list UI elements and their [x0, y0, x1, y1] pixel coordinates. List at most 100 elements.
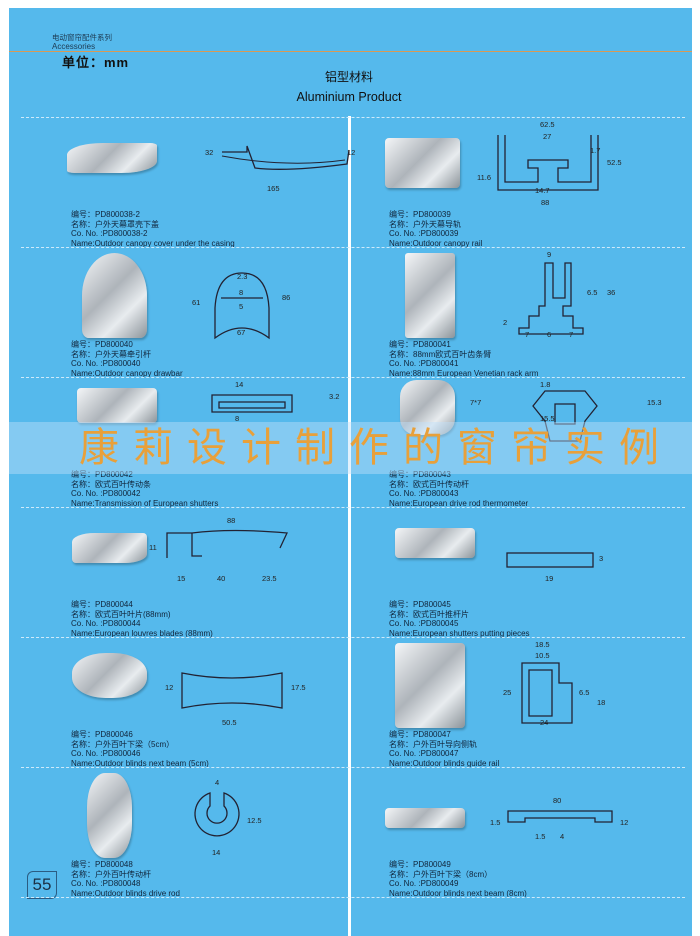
- product-cn-name-line: 名称：欧式百叶传动条: [71, 480, 218, 490]
- product-cn-name: 欧式百叶传动条: [95, 479, 151, 489]
- product-name-line: Name:Outdoor blinds guide rail: [389, 759, 499, 769]
- series-title-en: Accessories: [52, 42, 96, 51]
- dimension-label: 36: [607, 288, 616, 297]
- co-no-label: Co. No. :: [71, 619, 103, 628]
- product-code-line: 编号：PD800045: [389, 600, 530, 610]
- name-label: Name:: [389, 498, 413, 508]
- product-photo: [405, 253, 455, 338]
- product-name-line: Name:European louvres blades (88mm): [71, 629, 213, 639]
- product-cn-name-line: 名称：88mm欧式百叶齿条臂: [389, 350, 538, 360]
- header-rule: [9, 51, 692, 52]
- product-code-line: 编号：PD800040: [71, 340, 183, 350]
- dimension-label: 14: [235, 380, 244, 389]
- product-code-line: 编号：PD800038-2: [71, 210, 235, 220]
- product-co-no-line: Co. No. :PD800046: [71, 749, 209, 759]
- product-name-line: Name:Outdoor blinds next beam (8cm): [389, 889, 527, 899]
- product-code-line: 编号：PD800041: [389, 340, 538, 350]
- product-co-no: PD800044: [102, 619, 141, 628]
- product-name-line: Name:Outdoor blinds next beam (5cm): [71, 759, 209, 769]
- product-co-no: PD800038-2: [102, 229, 148, 238]
- product-name: Outdoor blinds next beam (5cm): [94, 758, 209, 768]
- product-code: PD800048: [95, 860, 133, 869]
- product-photo: [77, 388, 157, 423]
- product-code-line: 编号：PD800044: [71, 600, 213, 610]
- dimension-label: 8: [235, 414, 240, 423]
- cn-name-label: 名称：: [389, 609, 413, 619]
- dimension-label: 25: [503, 688, 512, 697]
- dimension-label: 2.3: [237, 272, 248, 281]
- dimension-label: 17.5: [291, 683, 306, 692]
- series-title-cn: 电动窗帘配件系列: [52, 33, 112, 42]
- product-photo: [395, 643, 465, 728]
- dimension-label: 6.5: [579, 688, 590, 697]
- product-cn-name: 户外百叶下梁（8cm）: [413, 869, 493, 879]
- profile-drawing: [207, 390, 297, 425]
- dimension-label: 7: [525, 330, 530, 339]
- product-code: PD800046: [95, 730, 133, 739]
- profile-drawing: [505, 808, 615, 833]
- cn-name-label: 名称：: [389, 349, 413, 359]
- co-no-label: Co. No. :: [71, 749, 103, 758]
- name-label: Name:: [389, 758, 413, 768]
- product-cn-name: 户外百叶下梁（5cm）: [95, 739, 175, 749]
- co-no-label: Co. No. :: [389, 619, 421, 628]
- product-code: PD800041: [413, 340, 451, 349]
- profile-drawing: [515, 258, 585, 343]
- dimension-label: 3: [599, 554, 604, 563]
- product-code-line: 编号：PD800043: [389, 470, 528, 480]
- dimension-label: 6: [547, 330, 552, 339]
- dimension-label: 32: [205, 148, 214, 157]
- product-photo: [395, 528, 475, 558]
- cn-name-label: 名称：: [389, 739, 413, 749]
- product-name-line: Name:Transmission of European shutters: [71, 499, 218, 509]
- co-no-label: Co. No. :: [71, 879, 103, 888]
- product-co-no: PD800042: [102, 489, 141, 498]
- product-co-no-line: Co. No. :PD800044: [71, 619, 213, 629]
- dimension-label: 7: [569, 330, 574, 339]
- product-co-no-line: Co. No. :PD800038-2: [71, 229, 235, 239]
- code-label: 编号：: [389, 860, 413, 869]
- cn-name-label: 名称：: [389, 869, 413, 879]
- row-separator: [21, 767, 685, 768]
- product-cn-name: 户外百叶导向侧轨: [413, 739, 477, 749]
- watermark-band: [9, 422, 692, 474]
- row-separator: [21, 507, 685, 508]
- product-cn-name-line: 名称：欧式百叶推杆片: [389, 610, 530, 620]
- co-no-label: Co. No. :: [389, 879, 421, 888]
- name-label: Name:: [71, 368, 95, 378]
- dimension-label: 1.5: [490, 818, 501, 827]
- code-label: 编号：: [71, 340, 95, 349]
- product-name-line: Name:Outdoor canopy cover under the casi…: [71, 239, 235, 249]
- product-co-no: PD800048: [102, 879, 141, 888]
- profile-drawing: [493, 130, 603, 210]
- product-name: Outdoor canopy drawbar: [94, 368, 183, 378]
- dimension-label: 62.5: [540, 120, 555, 129]
- product-cn-name-line: 名称：户外天幕牵引杆: [71, 350, 183, 360]
- code-label: 编号：: [389, 210, 413, 219]
- product-code-line: 编号：PD800039: [389, 210, 482, 220]
- dimension-label: 23.5: [262, 574, 277, 583]
- product-photo: [400, 380, 455, 435]
- code-label: 编号：: [71, 470, 95, 479]
- product-name-line: Name:European drive rod thermometer: [389, 499, 528, 509]
- co-no-label: Co. No. :: [389, 489, 421, 498]
- dimension-label: 3.2: [329, 392, 340, 401]
- dimension-label: 14.7: [535, 186, 550, 195]
- dimension-label: 6.5: [587, 288, 598, 297]
- product-co-no: PD800047: [420, 749, 459, 758]
- name-label: Name:: [389, 368, 413, 378]
- name-label: Name:: [71, 238, 95, 248]
- dimension-label: 12: [347, 148, 356, 157]
- dimension-label: 18: [597, 698, 606, 707]
- co-no-label: Co. No. :: [389, 359, 421, 368]
- product-cn-name-line: 名称：户外百叶下梁（8cm）: [389, 870, 527, 880]
